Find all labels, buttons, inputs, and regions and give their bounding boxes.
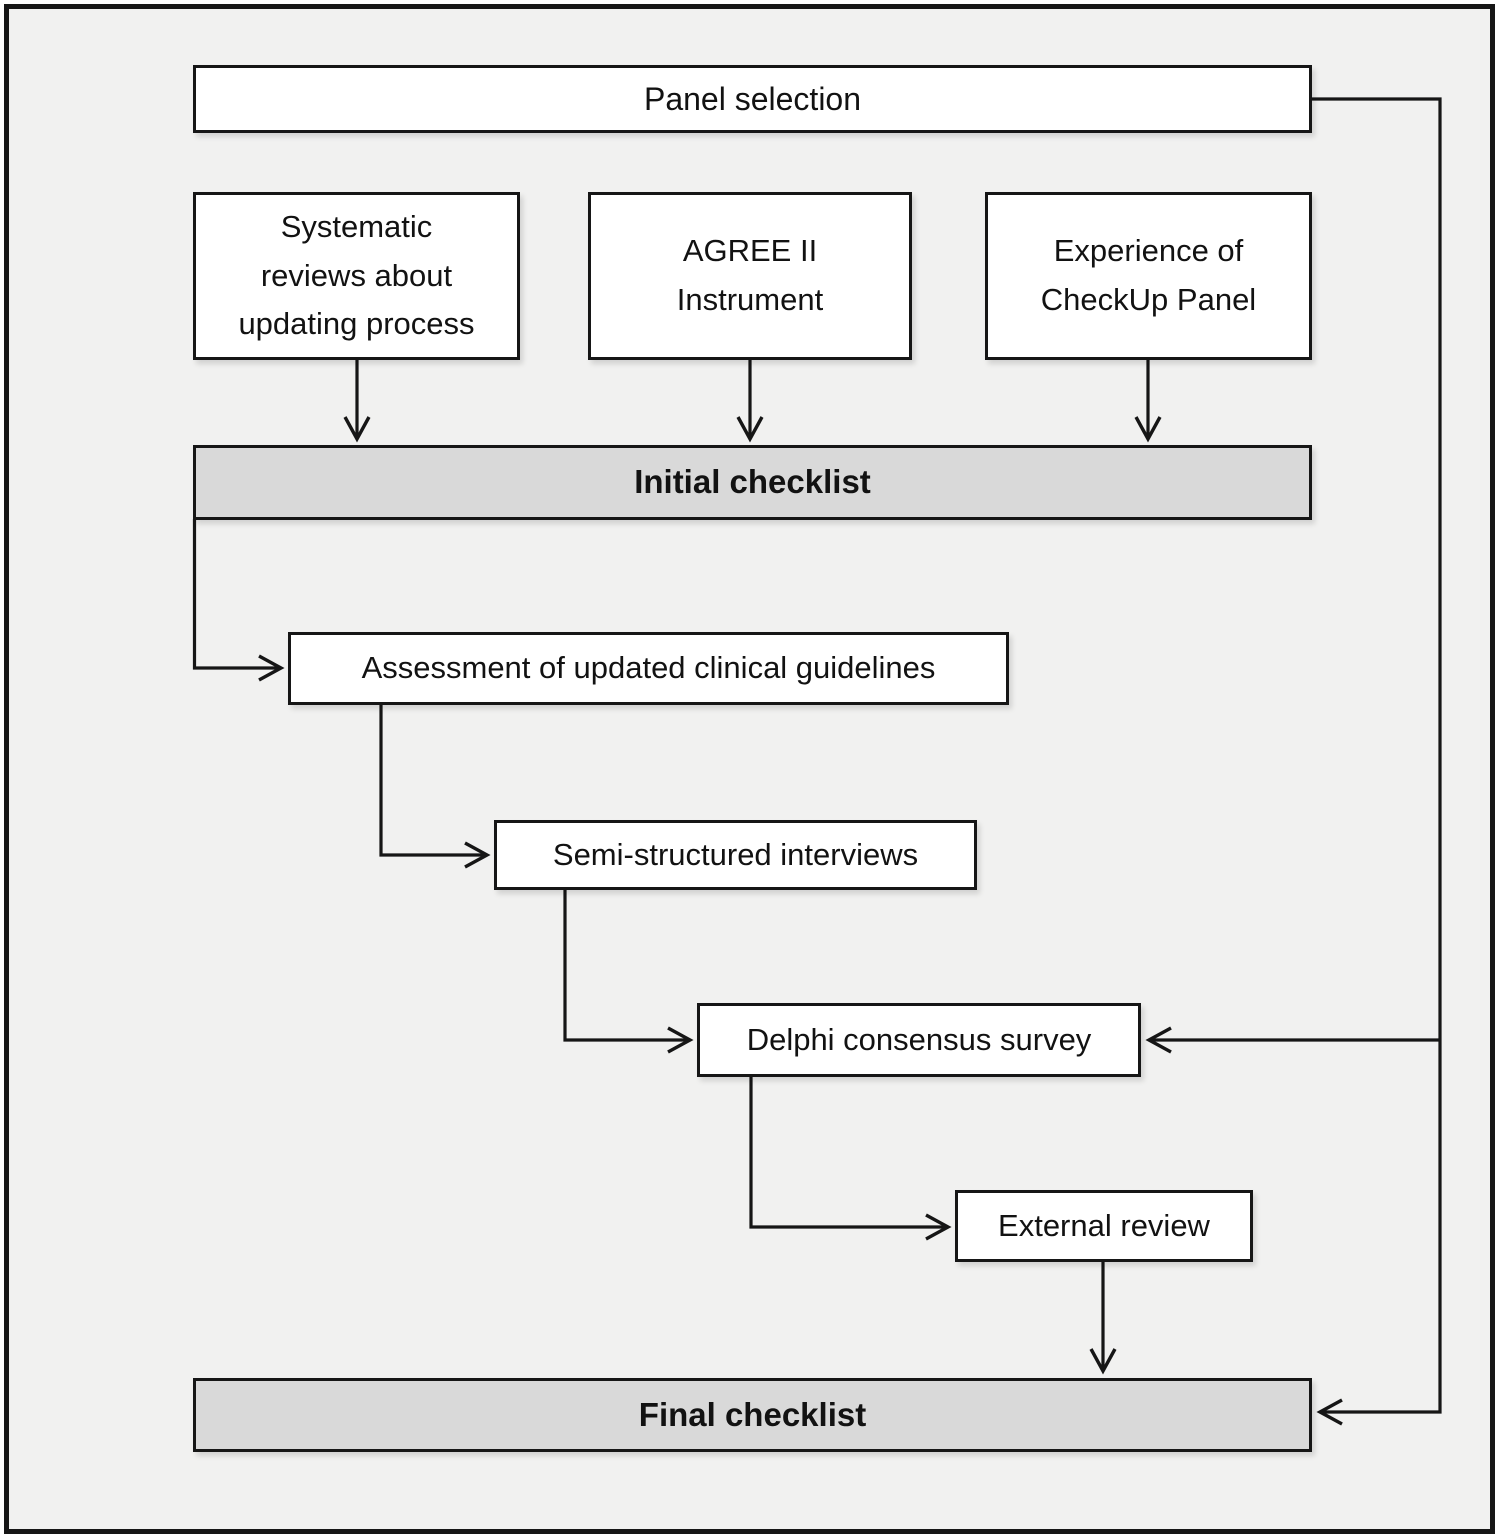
edge-delphi-to-external	[749, 1077, 952, 1241]
node-external-review: External review	[955, 1190, 1253, 1262]
node-assessment-guidelines-label: Assessment of updated clinical guideline…	[361, 650, 936, 686]
node-panel-selection: Panel selection	[193, 65, 1312, 133]
node-assessment-guidelines: Assessment of updated clinical guideline…	[288, 632, 1009, 705]
node-agree-ii-instrument: AGREE II Instrument	[588, 192, 912, 360]
node-initial-checklist-label: Initial checklist	[634, 463, 871, 501]
node-final-checklist: Final checklist	[193, 1378, 1312, 1452]
node-external-review-label: External review	[998, 1207, 1210, 1243]
node-delphi-consensus-survey-label: Delphi consensus survey	[746, 1021, 1092, 1057]
edge-semi-to-delphi	[563, 890, 694, 1054]
node-final-checklist-label: Final checklist	[638, 1395, 867, 1433]
edge-assessment-to-semi	[379, 705, 491, 869]
node-systematic-reviews-label: Systematic reviews about updating proces…	[238, 208, 475, 342]
node-agree-ii-instrument-label: AGREE II Instrument	[676, 233, 824, 317]
node-delphi-consensus-survey: Delphi consensus survey	[697, 1003, 1141, 1077]
node-semi-structured-interviews-label: Semi-structured interviews	[552, 836, 919, 872]
edge-initial-to-assessment	[192, 519, 285, 682]
node-initial-checklist: Initial checklist	[193, 445, 1312, 520]
node-experience-checkup-panel-label: Experience of CheckUp Panel	[1040, 233, 1257, 317]
edge-panel-to-final-checklist	[1312, 97, 1442, 1426]
node-semi-structured-interviews: Semi-structured interviews	[494, 820, 977, 890]
node-experience-checkup-panel: Experience of CheckUp Panel	[985, 192, 1312, 360]
node-systematic-reviews: Systematic reviews about updating proces…	[193, 192, 520, 360]
node-panel-selection-label: Panel selection	[643, 80, 862, 117]
